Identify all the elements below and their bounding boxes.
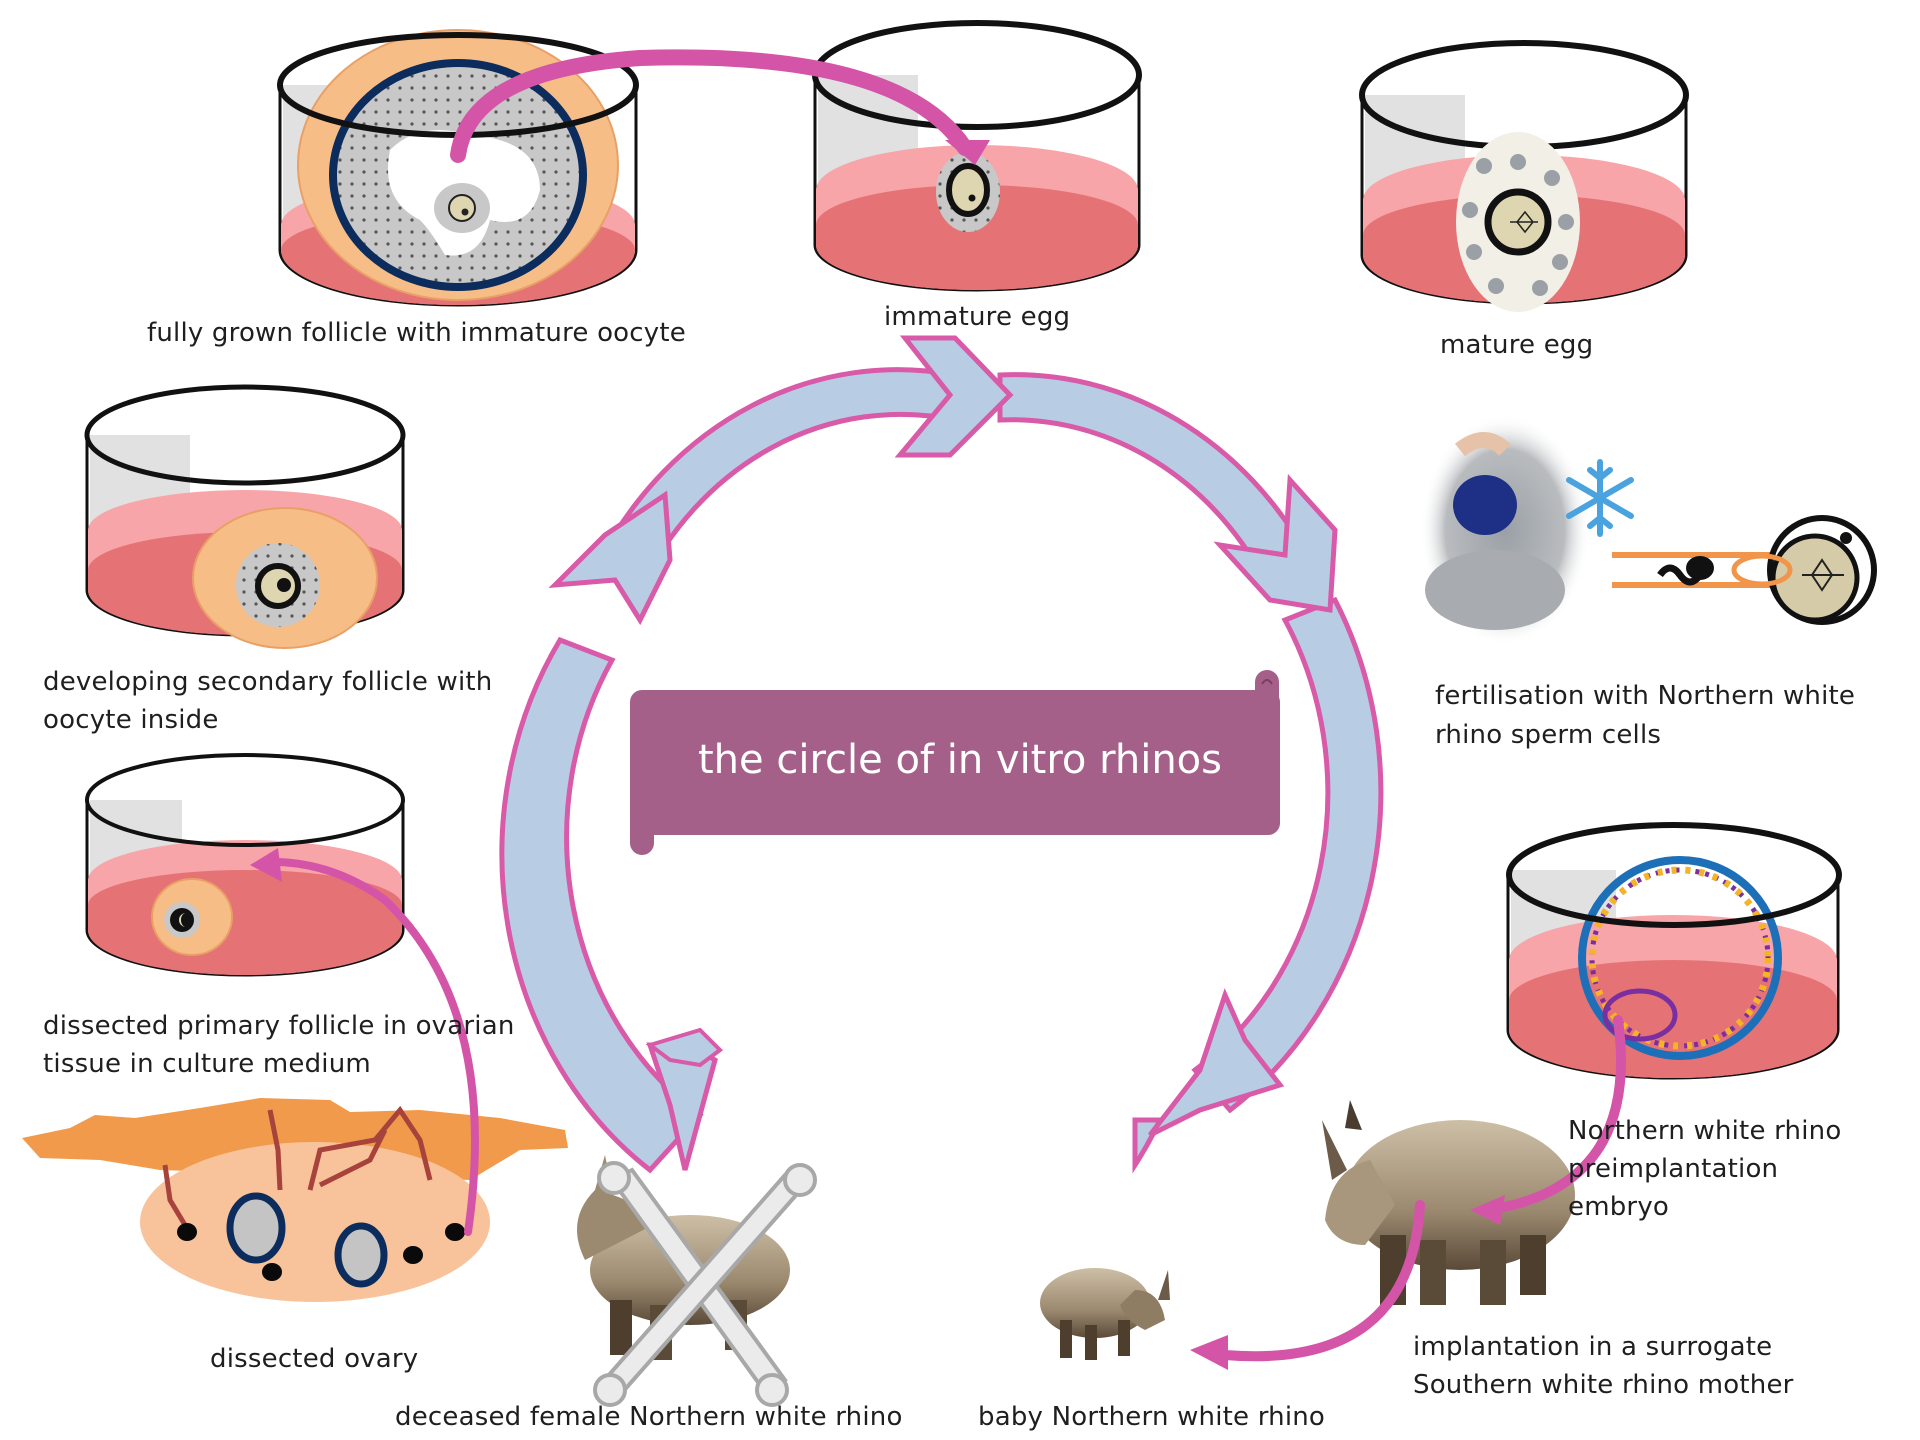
deceased-rhino-illustration	[577, 1155, 817, 1407]
label-deceased-female: deceased female Northern white rhino	[395, 1402, 903, 1432]
label-secondary-follicle-line-2: oocyte inside	[43, 705, 219, 735]
label-fully-grown-follicle: fully grown follicle with immature oocyt…	[147, 318, 686, 348]
cycle-arc-right	[1191, 596, 1384, 1114]
arrow-embryo-to-surrogate	[1495, 1015, 1626, 1213]
baby-rhino-illustration	[1040, 1268, 1170, 1360]
arrowhead-top	[894, 335, 1014, 458]
label-implantation-line-2: Southern white rhino mother	[1413, 1370, 1794, 1400]
dish-immature-egg	[812, 20, 1142, 292]
snowflake-icon	[1566, 459, 1634, 537]
label-primary-follicle-line-2: tissue in culture medium	[43, 1049, 371, 1079]
cycle-circle	[499, 335, 1384, 1174]
arrow-ovary-to-primary-follicle	[261, 857, 479, 1236]
fertilisation-illustration	[1420, 415, 1877, 645]
dish-secondary-follicle	[84, 384, 406, 649]
cycle-arc-left	[499, 636, 704, 1174]
ovary-illustration	[22, 1098, 568, 1302]
label-mature-egg: mature egg	[1440, 330, 1594, 360]
diagram-title: the circle of in vitro rhinos	[697, 737, 1222, 783]
arrowhead-upper-left	[548, 490, 673, 626]
label-immature-egg: immature egg	[884, 302, 1071, 332]
arrow-follicle-to-immature-egg	[450, 49, 973, 163]
label-embryo-line-2: preimplantation	[1568, 1154, 1779, 1184]
arrowhead-left	[645, 1027, 724, 1068]
arrowhead-lower-right	[1148, 988, 1285, 1138]
dish-mature-egg	[1359, 40, 1689, 312]
pointer-arrows	[250, 49, 1626, 1370]
label-implantation-line-1: implantation in a surrogate	[1413, 1332, 1773, 1362]
label-dissected-ovary: dissected ovary	[210, 1344, 419, 1374]
surrogate-rhino-illustration	[1322, 1100, 1575, 1305]
label-secondary-follicle-line-1: developing secondary follicle with	[43, 667, 493, 697]
label-baby: baby Northern white rhino	[978, 1402, 1326, 1432]
dish-embryo	[1506, 822, 1842, 1080]
arrowhead-upper-right	[1213, 473, 1338, 613]
label-embryo-line-3: embryo	[1568, 1192, 1670, 1222]
title-banner	[630, 670, 1280, 855]
label-fertilisation-line-2: rhino sperm cells	[1435, 720, 1662, 750]
dish-primary-follicle	[85, 753, 405, 977]
label-embryo-line-1: Northern white rhino	[1568, 1116, 1842, 1146]
crossed-bones-icon	[593, 1161, 817, 1407]
label-primary-follicle-line-1: dissected primary follicle in ovarian	[43, 1011, 515, 1041]
label-fertilisation-line-1: fertilisation with Northern white	[1435, 681, 1856, 711]
dish-fully-grown-follicle	[277, 29, 639, 307]
arrow-surrogate-to-baby	[1220, 1200, 1425, 1362]
